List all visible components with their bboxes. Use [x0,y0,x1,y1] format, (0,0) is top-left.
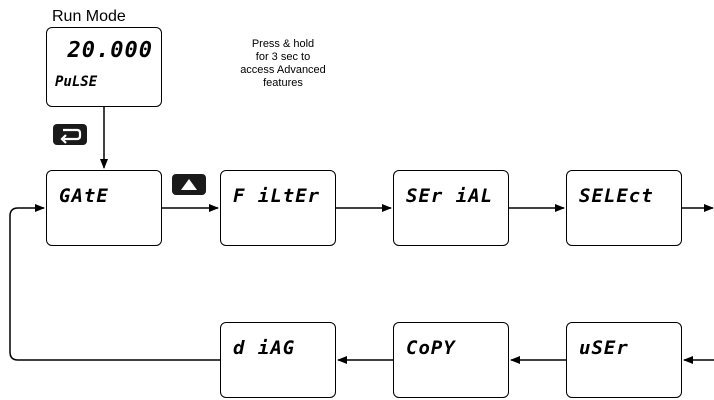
run-mode-title: Run Mode [52,8,126,25]
run-mode-value: 20.000 [67,38,153,63]
up-button[interactable] [172,174,206,195]
menu-label-user: uSEr [579,337,629,359]
menu-label-copy: CoPY [406,337,456,359]
cycle-arrow-icon [60,128,82,144]
menu-label-serial: SEr iAL [406,185,494,207]
run-mode-label: PuLSE [55,74,98,90]
menu-box-user: uSEr [566,322,682,398]
menu-label-select: SELEct [579,185,654,207]
menu-box-gate: GAtE [46,170,162,246]
menu-box-diag: d iAG [220,322,336,398]
menu-label-diag: d iAG [233,337,296,359]
menu-label-gate: GAtE [59,185,109,207]
menu-box-select: SELEct [566,170,682,246]
menu-button[interactable] [53,124,87,145]
menu-box-copy: CoPY [393,322,509,398]
menu-label-filter: F iLtEr [233,185,321,207]
run-mode-display: 20.000 PuLSE [46,27,162,107]
advanced-features-note: Press & hold for 3 sec to access Advance… [240,38,326,89]
menu-box-serial: SEr iAL [393,170,509,246]
up-arrow-icon [181,179,197,190]
menu-box-filter: F iLtEr [220,170,336,246]
arrow-diag-loop-to-gate [9,204,220,361]
